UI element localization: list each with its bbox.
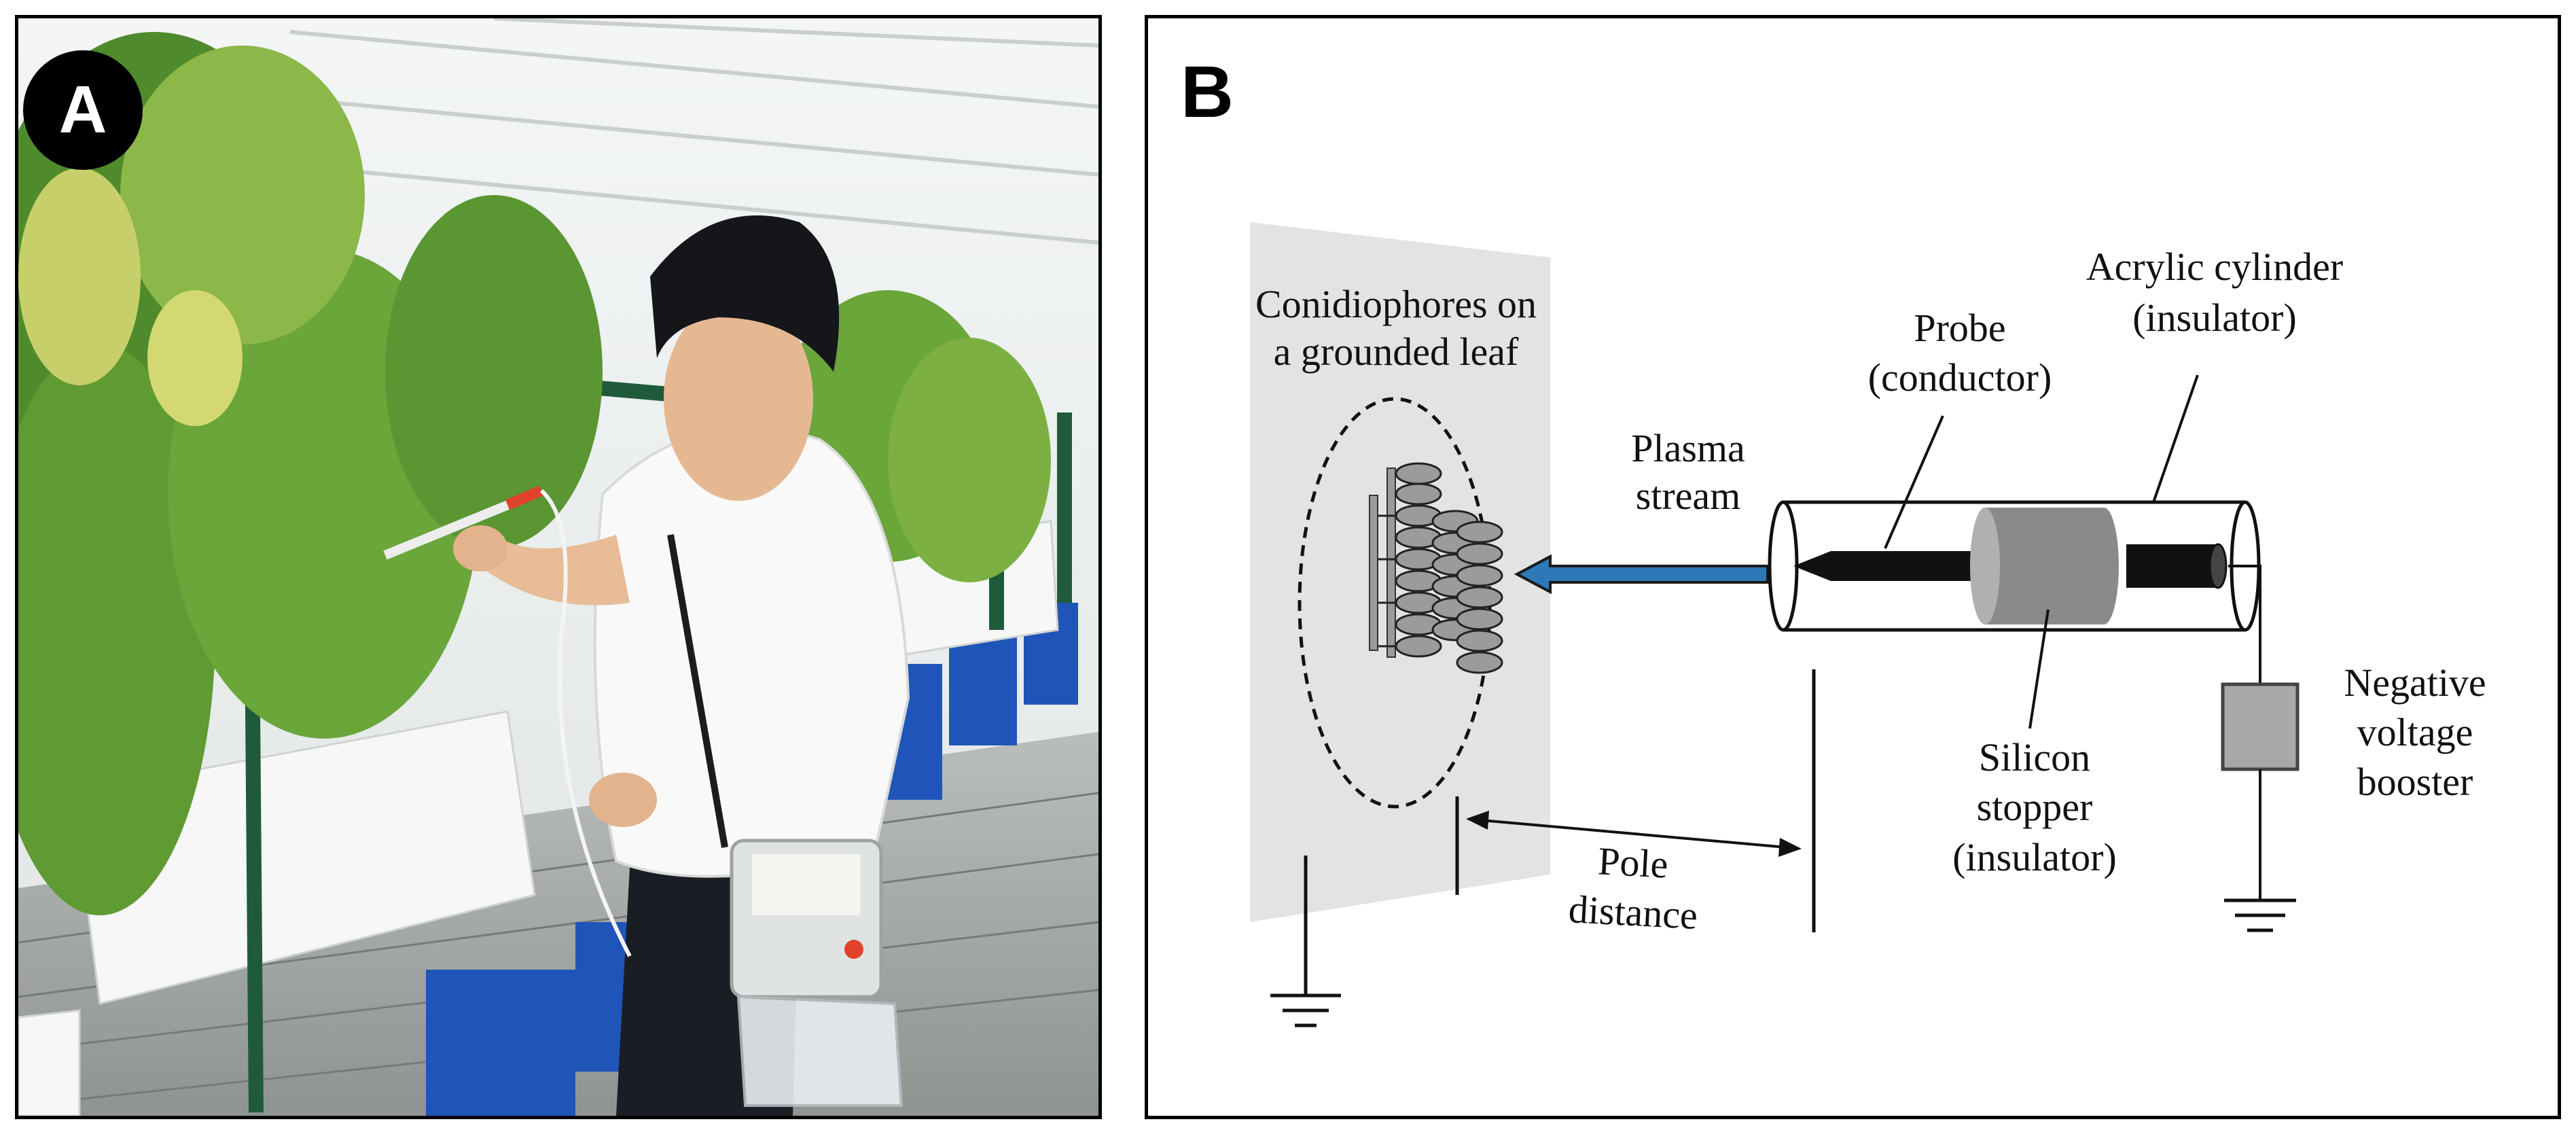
plasma-setup-diagram: B (1181, 50, 2486, 1027)
negative-voltage-booster (2221, 682, 2300, 771)
probe-conductor (1793, 551, 1984, 581)
pole-distance-label-line1: Pole (1597, 839, 1669, 886)
booster-label-line2: voltage (2357, 710, 2473, 754)
ceiling-beams (289, 18, 1098, 245)
pole-distance-arrow (1466, 811, 1802, 857)
leaf-ground-symbol (1270, 993, 1341, 1027)
probe-label-line2: (conductor) (1868, 355, 2052, 400)
panel-b-diagram: B (1145, 15, 2561, 1119)
conidiophore-cluster (1369, 462, 1503, 674)
silicon-stopper (1970, 508, 2119, 624)
booster-wire (2228, 565, 2261, 684)
acrylic-leader-line (2152, 374, 2199, 503)
panel-a-photo: A (15, 15, 1102, 1119)
silicon-stopper-label-line3: (insulator) (1952, 835, 2117, 879)
plasma-stream-arrow (1514, 554, 1769, 595)
stopper-leader-line (2028, 609, 2050, 729)
panel-a-letter: A (59, 72, 107, 147)
shoulder-strap (667, 534, 728, 848)
greenhouse-photo: A (18, 18, 1098, 1116)
acrylic-cylinder-label-line2: (insulator) (2132, 296, 2297, 340)
rear-connector (2126, 543, 2228, 589)
panel-b-letter: B (1181, 50, 1234, 133)
plasma-probe-pen (383, 485, 632, 957)
silicon-stopper-label-line1: Silicon (1979, 735, 2090, 779)
probe-label-line1: Probe (1914, 306, 2005, 350)
pole-distance-label-line2: distance (1567, 887, 1698, 938)
voltage-device-box (730, 839, 904, 1107)
booster-label-line3: booster (2357, 760, 2473, 804)
probe-leader-line (1884, 415, 1944, 549)
conidiophores-label-line2: a grounded leaf (1274, 330, 1519, 374)
booster-ground-symbol (2224, 898, 2296, 932)
plasma-stream-label-line1: Plasma (1631, 426, 1745, 470)
panel-a-badge (23, 50, 143, 170)
conidiophores-label-line1: Conidiophores on (1255, 282, 1537, 326)
grounded-leaf (1250, 222, 1550, 922)
plasma-stream-label-line2: stream (1636, 474, 1741, 518)
acrylic-cylinder-label-line1: Acrylic cylinder (2086, 245, 2343, 289)
silicon-stopper-label-line2: stopper (1977, 785, 2093, 829)
booster-label-line1: Negative (2344, 660, 2486, 705)
